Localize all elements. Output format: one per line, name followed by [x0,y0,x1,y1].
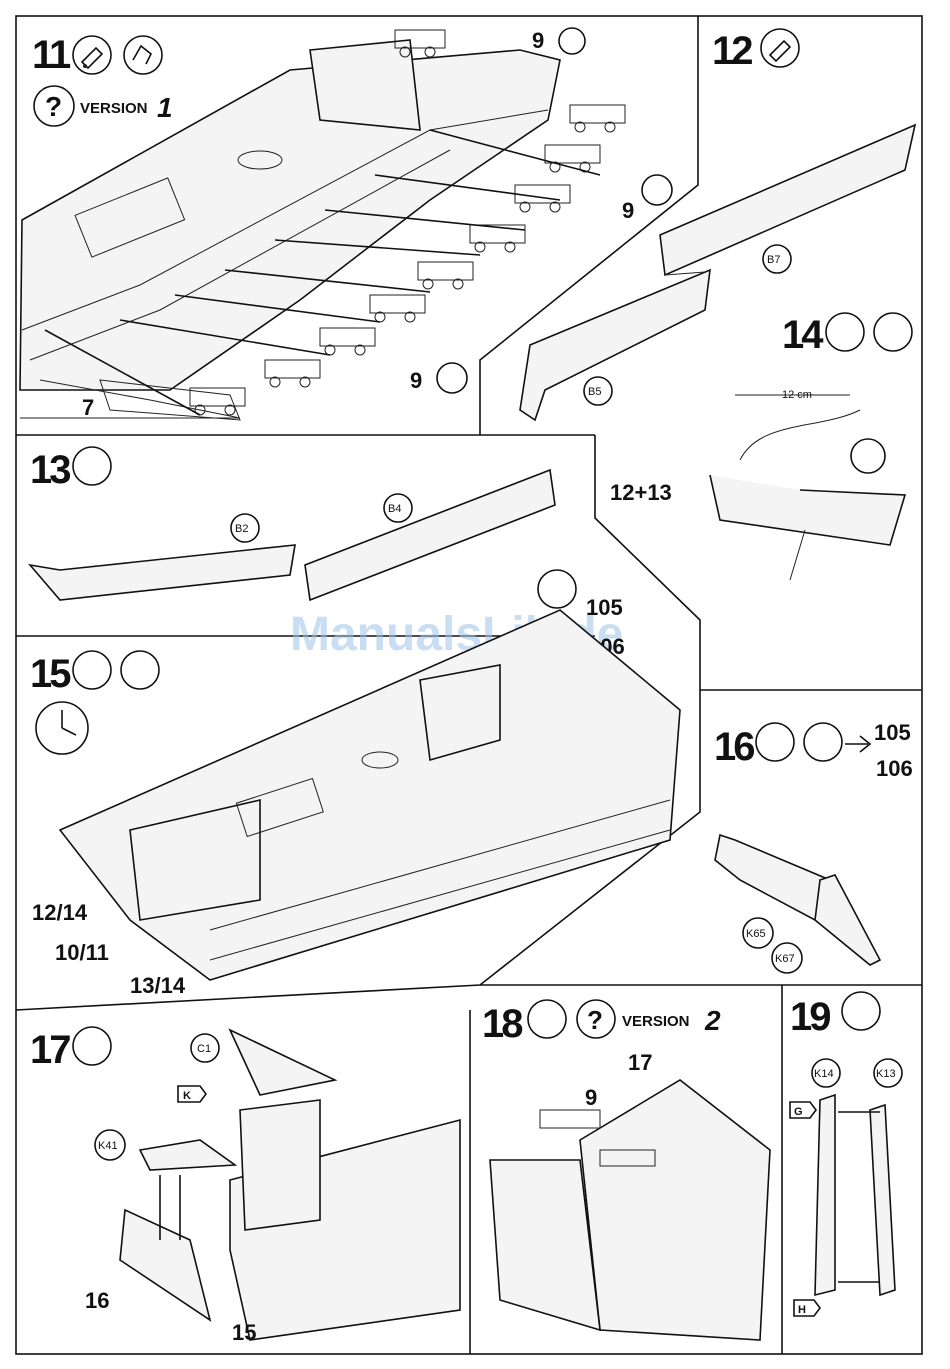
version-label: VERSION [622,1013,690,1030]
question-icon: ? [577,1000,615,1038]
version-label: VERSION [80,100,148,117]
step-number: 17 [30,1028,70,1072]
glue-icon [826,313,864,351]
rotate-icon [559,28,585,54]
step-number: 18 [482,1002,523,1046]
ref-105: 105 [874,720,911,745]
step-number: 13 [30,448,70,492]
rotate-icon [874,313,912,351]
rope-drawing [710,410,905,580]
step-17: 17 C1 K K41 16 15 [30,1027,460,1345]
glue-icon [73,1027,111,1065]
callout-7: 7 [82,395,94,420]
part-label-b7: B7 [767,254,780,266]
step-12: 12 B7 B5 [520,29,915,420]
step-number: 12 [712,29,752,73]
rotate-icon [642,175,672,205]
part-label-b5: B5 [588,386,601,398]
question-icon: ? [34,86,74,126]
version-number: 1 [157,92,173,123]
step-number: 16 [714,725,754,769]
rail-drawing [30,470,555,600]
glue-icon [842,992,880,1030]
deck-assembly-drawing [490,1080,770,1340]
stern-assembly-drawing [120,1030,460,1340]
part-label-k14: K14 [814,1068,834,1080]
callout-15: 15 [232,1320,256,1345]
hull-assembly-drawing [60,610,680,980]
ref-106: 106 [876,756,913,781]
rotate-icon [437,363,467,393]
step-16: 16 105 106 K65 K67 [714,720,913,973]
brush-icon [804,723,842,761]
part-label-b4: B4 [388,503,401,515]
callout-17: 17 [628,1050,652,1075]
tape-icon [121,651,159,689]
part-label-c1: C1 [197,1043,211,1055]
part-label-b2: B2 [235,523,248,535]
svg-text:?: ? [587,1005,603,1035]
step-18: 18 ? VERSION 2 17 9 [482,1000,770,1340]
part-label-k: K [183,1090,191,1102]
part-label-k65: K65 [746,928,766,940]
callout-9-bottom: 9 [410,368,422,393]
brush-icon [538,570,576,608]
ref-105: 105 [586,595,623,620]
step-19: 19 K14 K13 G H [790,992,902,1316]
callout-13-14: 13/14 [130,973,186,998]
callout-12-14: 12/14 [32,900,88,925]
rotate-icon [124,36,162,74]
part-label-k67: K67 [775,953,795,965]
arrow-icon [845,736,870,752]
version-number: 2 [704,1005,721,1036]
step-number: 19 [790,995,830,1039]
glue-icon [756,723,794,761]
part-label-g: G [794,1106,803,1118]
callout-16: 16 [85,1288,109,1313]
step-13: 13 B2 B4 [30,447,555,600]
step-number: 15 [30,652,71,696]
callout-9-right: 9 [622,198,634,223]
callout-9: 9 [585,1085,597,1110]
step-number: 14 [782,313,824,357]
stern-part-drawing [715,835,880,965]
glue-icon [761,29,799,67]
clock-icon [36,702,88,754]
part-label-k41: K41 [98,1140,118,1152]
glue-icon [73,447,111,485]
step-number: 11 [32,33,71,77]
mast-parts-drawing [815,1095,895,1295]
glue-icon [528,1000,566,1038]
part-label-k13: K13 [876,1068,896,1080]
callout-10-11: 10/11 [55,940,109,965]
part-label-h: H [798,1304,806,1316]
step-14: 14 12 cm 12+13 [610,313,912,580]
glue-icon [73,651,111,689]
length-label: 12 cm [782,389,812,401]
svg-text:?: ? [45,91,62,122]
callout-9-top: 9 [532,28,544,53]
ref-12-13: 12+13 [610,480,672,505]
glue-icon [73,36,111,74]
